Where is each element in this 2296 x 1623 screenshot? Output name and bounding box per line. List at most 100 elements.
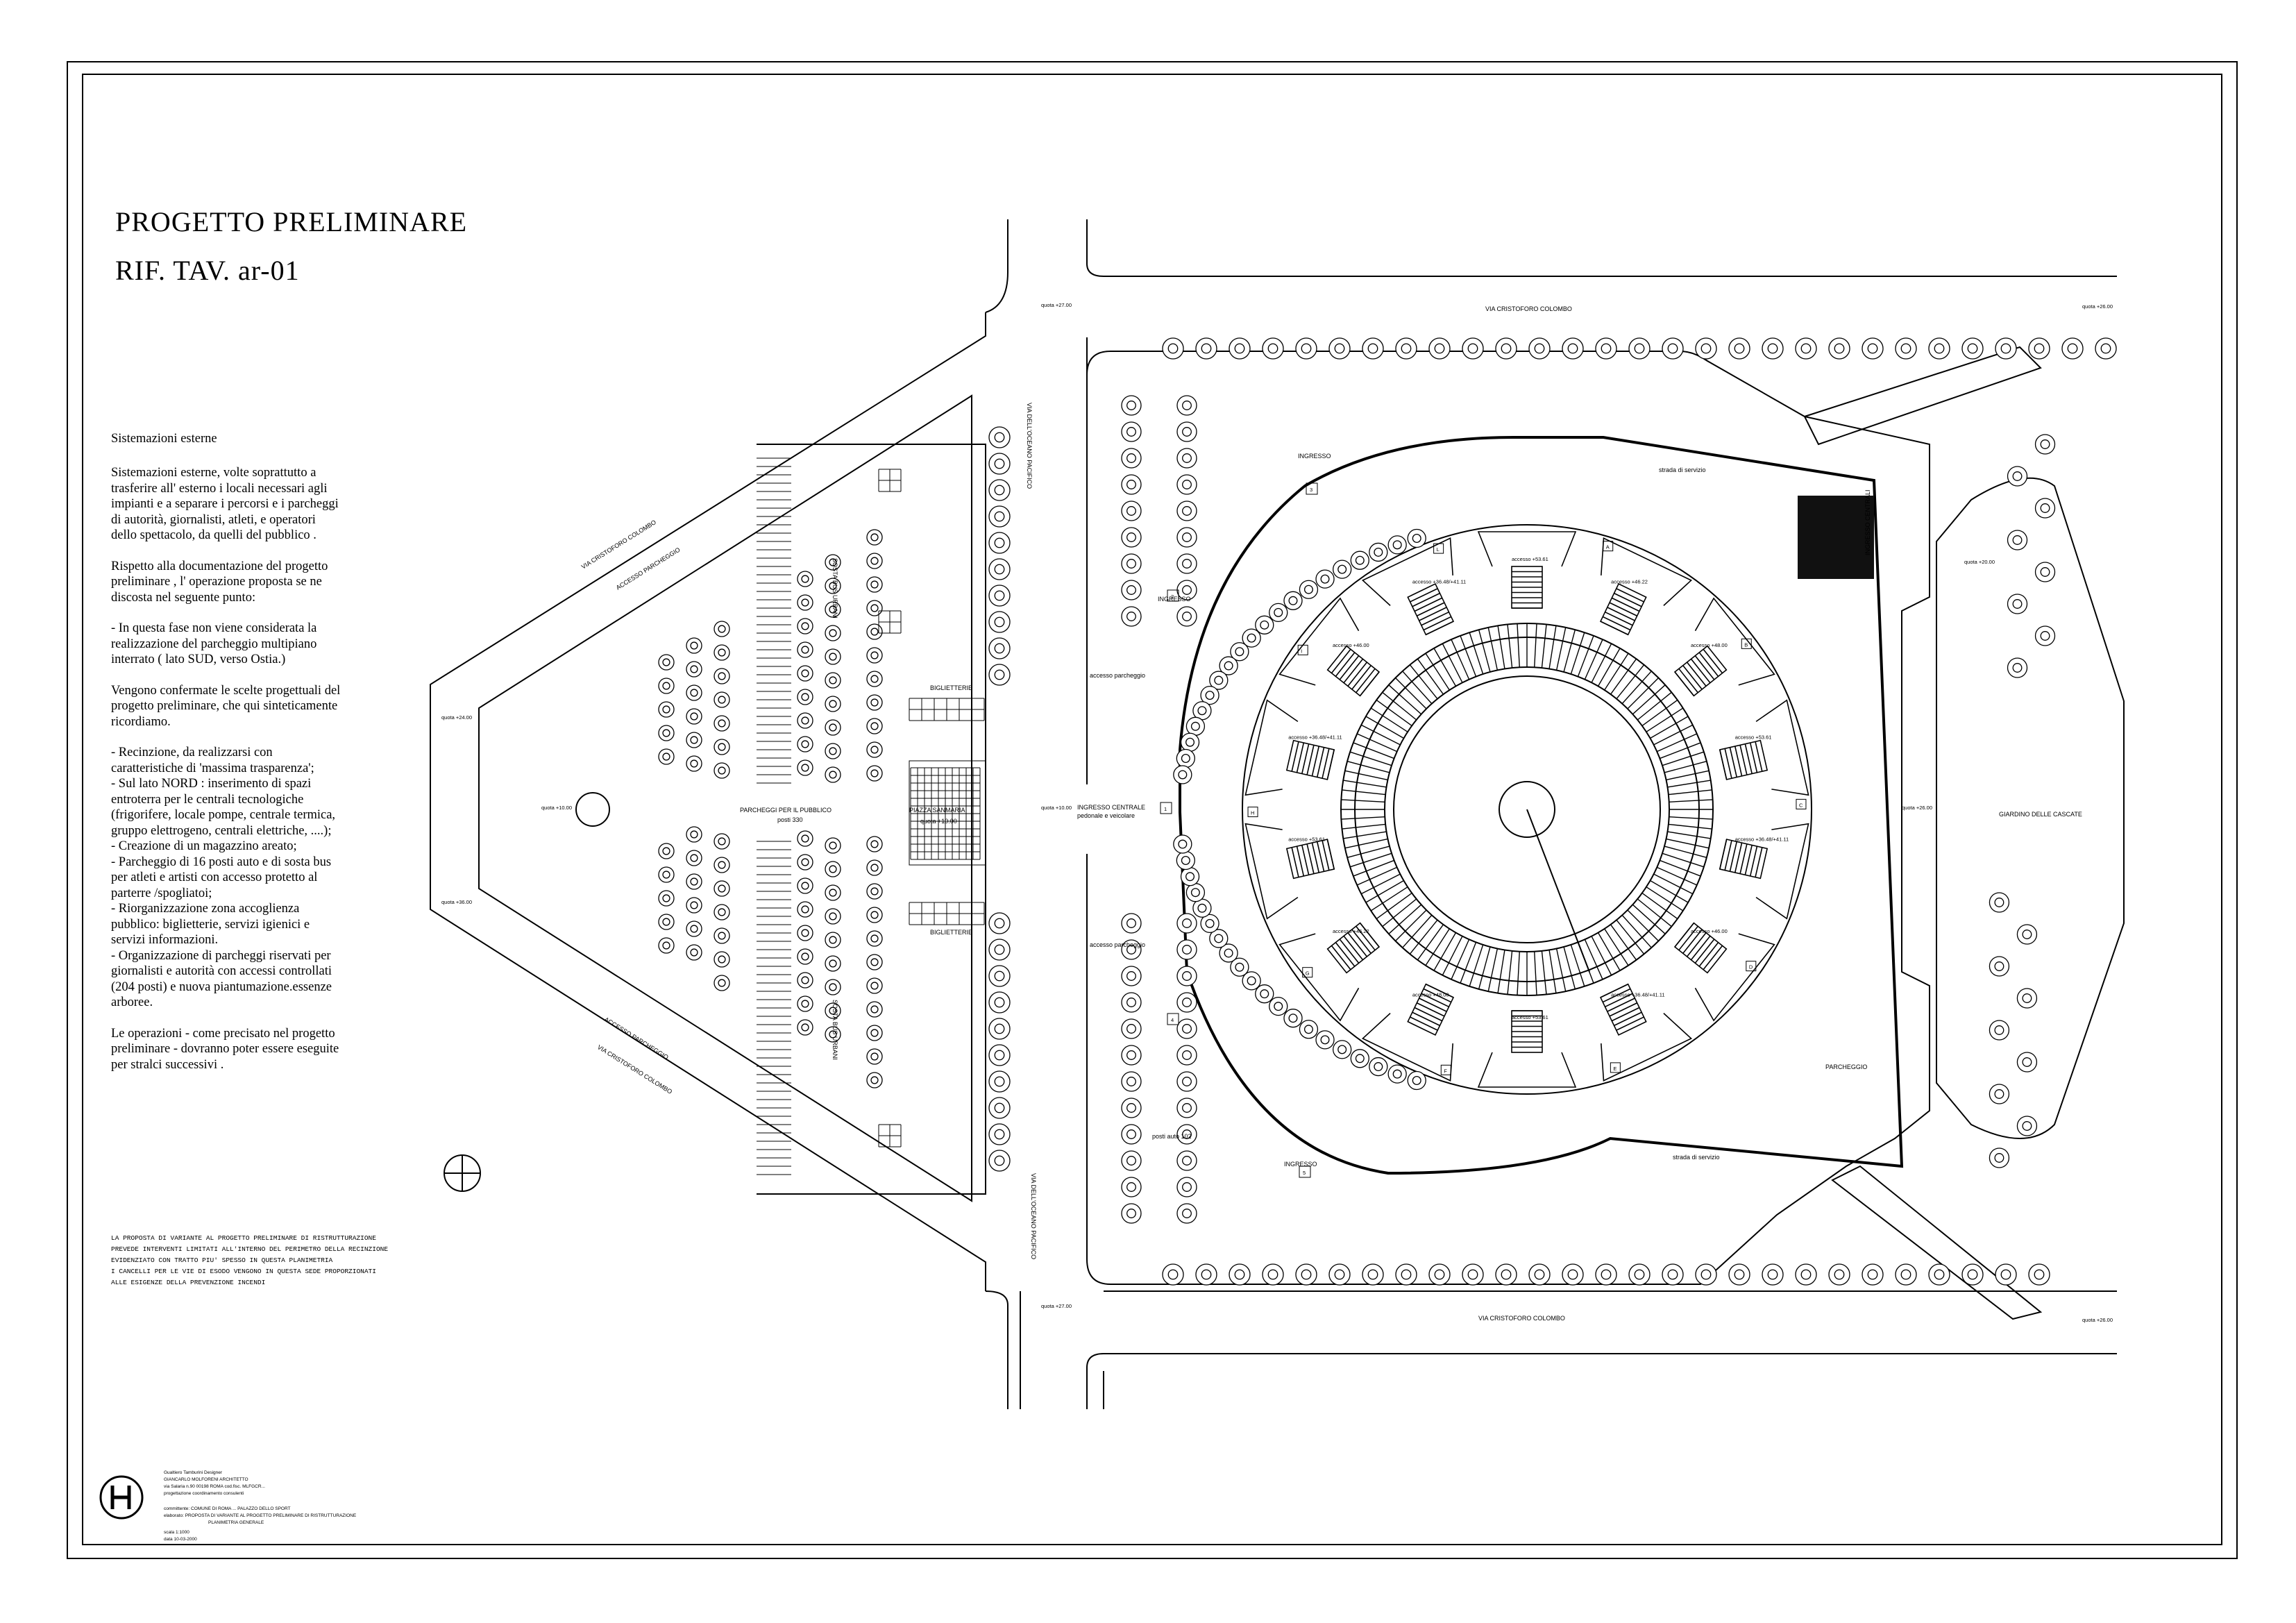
access-stair-step: [1410, 1016, 1438, 1031]
tree-canopy: [866, 1048, 883, 1065]
tree: [714, 833, 730, 850]
tree-canopy: [1961, 1263, 1984, 1286]
tree: [797, 854, 813, 871]
tree-core: [1288, 1014, 1298, 1023]
tree-core: [1234, 1269, 1245, 1280]
tree-canopy: [797, 665, 813, 682]
tree-canopy: [866, 718, 883, 734]
access-stair-step: [1749, 742, 1758, 773]
tree-canopy: [988, 1123, 1011, 1145]
tree-core: [1401, 343, 1412, 354]
tree-canopy: [1762, 337, 1784, 360]
access-outline: [1694, 597, 1775, 686]
access-stair-step: [1609, 1002, 1638, 1017]
tree: [686, 826, 702, 843]
seating-step: [1597, 648, 1621, 687]
seating-step: [1365, 880, 1404, 903]
entrance-label-1: INGRESSO: [1298, 453, 1331, 460]
tree: [988, 637, 1011, 659]
tree-core: [1700, 1269, 1712, 1280]
tree: [1315, 1030, 1335, 1050]
seating-step: [1669, 799, 1713, 802]
tree: [825, 884, 841, 901]
tree: [1295, 337, 1317, 360]
tree: [988, 505, 1011, 528]
tree-canopy: [1828, 337, 1850, 360]
tree-core: [718, 932, 726, 940]
description-paragraph: Vengono confermate le scelte progettuali…: [111, 683, 341, 729]
tree: [1369, 542, 1388, 562]
seating-step: [1632, 904, 1666, 934]
tree-canopy: [714, 621, 730, 637]
access-stair-step: [1335, 942, 1356, 967]
tree-core: [1301, 1269, 1312, 1280]
tree: [988, 426, 1011, 448]
note-line: ALLE ESIGENZE DELLA PREVENZIONE INCENDI: [111, 1279, 266, 1286]
tree: [714, 880, 730, 897]
tree: [1176, 966, 1197, 986]
tree-core: [1274, 1002, 1283, 1011]
seating-step: [1584, 639, 1603, 680]
tree-core: [829, 865, 837, 873]
tree-canopy: [1328, 337, 1351, 360]
access-stair-step: [1291, 741, 1299, 772]
tree-canopy: [2061, 337, 2084, 360]
tree-canopy: [1299, 1020, 1319, 1039]
service-road-bottom: strada di servizio: [1673, 1154, 1720, 1161]
tree: [1121, 1124, 1142, 1145]
gate-number: 3: [1310, 487, 1312, 493]
tree-core: [1767, 343, 1778, 354]
tree: [686, 708, 702, 725]
tree-canopy: [825, 625, 841, 641]
tree-core: [1126, 532, 1136, 542]
seating-step: [1409, 919, 1438, 955]
bus-stop-label-lower: SOSTA BUS URBANI: [832, 1000, 838, 1060]
tree-core: [1534, 1269, 1545, 1280]
tree-core: [1205, 918, 1215, 928]
access-stair-step: [1674, 923, 1695, 948]
tree-core: [994, 1076, 1005, 1087]
tree: [686, 897, 702, 914]
tree: [1495, 1263, 1517, 1286]
tree: [797, 1019, 813, 1036]
tree: [1176, 1045, 1197, 1066]
bus-stop-label-upper: SOSTA BUS URBANI: [832, 558, 838, 619]
seating-step: [1353, 742, 1394, 759]
tree: [1362, 1263, 1384, 1286]
tree-core: [801, 764, 809, 772]
seating-step: [1460, 635, 1477, 677]
tree-core: [1567, 343, 1578, 354]
tree-canopy: [1209, 929, 1229, 948]
tree: [1395, 1263, 1417, 1286]
tree: [825, 625, 841, 641]
access-stair-step: [1686, 662, 1707, 687]
tree: [797, 901, 813, 918]
piazza-label: PIAZZA SANMARIA: [909, 807, 965, 814]
tree: [825, 648, 841, 665]
tree-core: [801, 740, 809, 748]
tree-core: [801, 905, 809, 914]
tree-core: [994, 485, 1005, 496]
tree-core: [1355, 1054, 1365, 1063]
tree-canopy: [988, 426, 1011, 448]
seating-step: [1646, 707, 1684, 732]
tree-canopy: [988, 939, 1011, 961]
seating-step: [1660, 859, 1701, 877]
tree-core: [1182, 1129, 1192, 1139]
tree-core: [1967, 1269, 1978, 1280]
tree-core: [2000, 343, 2011, 354]
tree-core: [994, 1023, 1005, 1034]
tree-canopy: [866, 553, 883, 569]
tree: [825, 1026, 841, 1043]
seating-step: [1584, 939, 1603, 980]
tree-canopy: [1173, 834, 1192, 854]
tree: [714, 951, 730, 968]
access-stair-step: [1326, 749, 1335, 780]
tree-core: [1182, 401, 1192, 410]
tree-canopy: [797, 972, 813, 989]
seating-step: [1534, 623, 1537, 668]
tree-core: [801, 952, 809, 961]
tree-canopy: [1219, 656, 1238, 675]
tree-core: [994, 432, 1005, 443]
tree-core: [870, 651, 879, 659]
